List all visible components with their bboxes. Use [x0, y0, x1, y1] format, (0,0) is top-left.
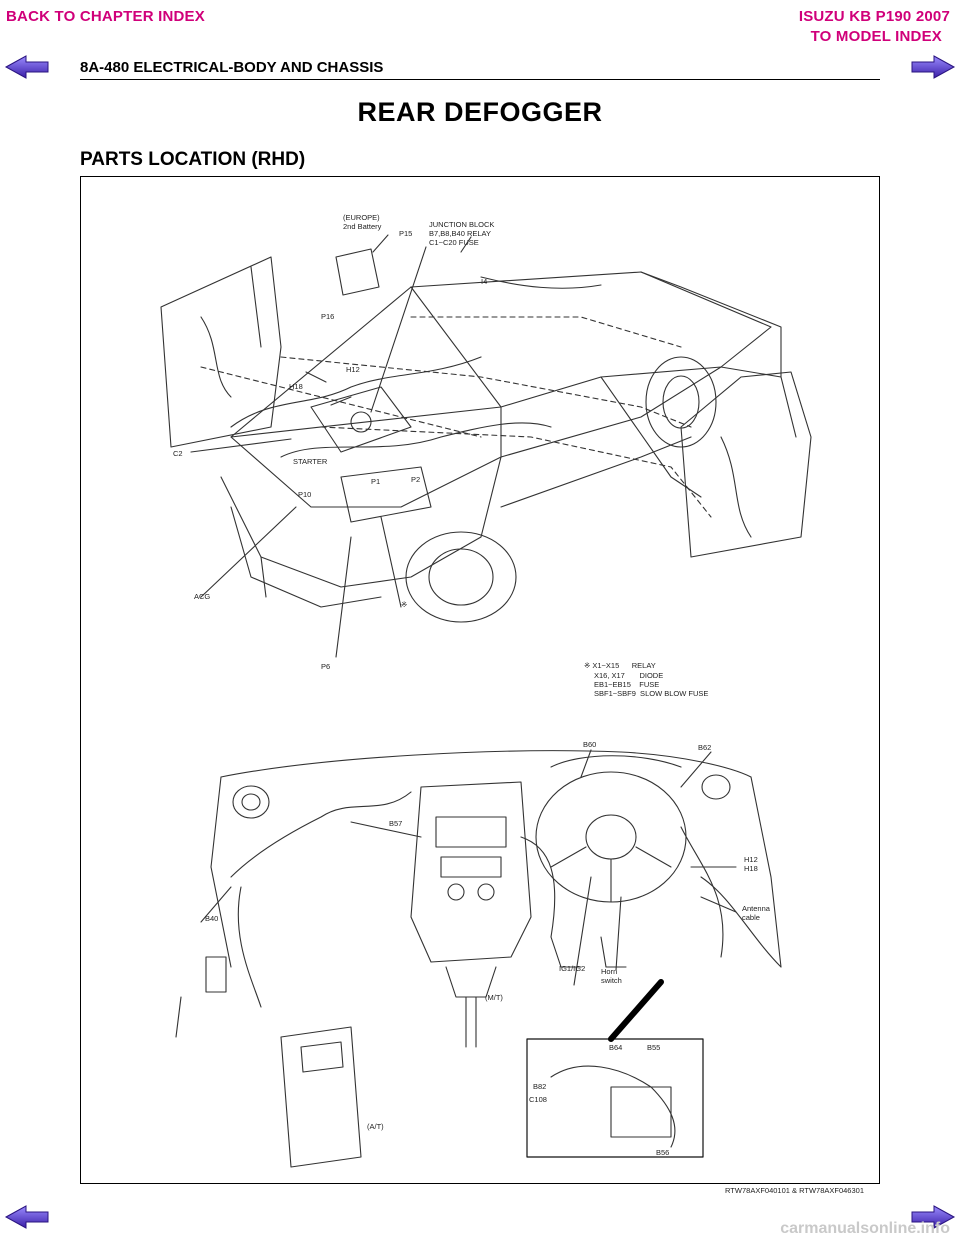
to-model-index-link[interactable]: TO MODEL INDEX — [810, 28, 942, 45]
callout-b56: B56 — [656, 1148, 670, 1157]
callout-b64: B64 — [609, 1043, 623, 1052]
arrow-left-icon — [4, 55, 49, 79]
callout-b82: B82 — [533, 1082, 547, 1091]
callout-c2: C2 — [173, 449, 183, 458]
section-subtitle: PARTS LOCATION (RHD) — [80, 149, 306, 170]
callout-b60: B60 — [583, 740, 597, 749]
callout-h18: H18 — [289, 382, 303, 391]
callout-horn-switch: switch — [601, 976, 622, 985]
next-page-arrow-top[interactable] — [910, 54, 956, 80]
callout-acg: ACG — [194, 592, 211, 601]
watermark: carmanualsonline.info — [780, 1220, 950, 1237]
figure-id: RTW78AXF040101 & RTW78AXF046301 — [725, 1186, 864, 1195]
legend-relay: ※ X1~X15 RELAY — [584, 661, 656, 670]
arrow-right-icon — [911, 1205, 956, 1229]
wiring-diagram-figure: (EUROPE) 2nd Battery P15 JUNCTION BLOCK … — [80, 176, 880, 1184]
arrow-left-icon — [4, 1205, 49, 1229]
back-to-chapter-index-link[interactable]: BACK TO CHAPTER INDEX — [6, 8, 205, 25]
callout-junction-fuse: C1~C20 FUSE — [429, 238, 479, 247]
callout-b55: B55 — [647, 1043, 661, 1052]
callout-p10: P10 — [298, 490, 312, 499]
prev-page-arrow-top[interactable] — [4, 54, 50, 80]
vehicle-line-drawing — [160, 234, 812, 1168]
callout-h12-dash: H12 — [744, 855, 758, 864]
callout-p16: P16 — [321, 312, 335, 321]
callout-junction-block: JUNCTION BLOCK — [429, 220, 495, 229]
callout-b40: B40 — [205, 914, 219, 923]
callout-antenna: Antenna — [742, 904, 770, 913]
section-header: 8A-480 ELECTRICAL-BODY AND CHASSIS — [80, 59, 384, 76]
callout-p15: P15 — [399, 229, 413, 238]
callout-star: ※ — [401, 600, 408, 609]
callout-b62: B62 — [698, 743, 712, 752]
callout-c108: C108 — [529, 1095, 547, 1104]
callout-junction-relay: B7,B8,B40 RELAY — [429, 229, 491, 238]
legend-diode: X16, X17 DIODE — [594, 671, 664, 680]
callout-europe: (EUROPE) — [343, 213, 380, 222]
callout-p6: P6 — [321, 662, 331, 671]
arrow-right-icon — [911, 55, 956, 79]
callout-i4: I4 — [481, 277, 488, 286]
callout-2nd-battery: 2nd Battery — [343, 222, 382, 231]
header-divider — [80, 79, 880, 80]
callout-p2: P2 — [411, 475, 421, 484]
callout-antenna-cable: cable — [742, 913, 760, 922]
callout-b57: B57 — [389, 819, 403, 828]
legend-slow-blow-fuse: SBF1~SBF9 SLOW BLOW FUSE — [594, 689, 709, 698]
model-title: ISUZU KB P190 2007 — [798, 8, 950, 25]
callout-p1: P1 — [371, 477, 381, 486]
callout-ig1-ig2: IG1/IG2 — [559, 964, 586, 973]
prev-page-arrow-bottom[interactable] — [4, 1204, 50, 1230]
legend-fuse: EB1~EB15 FUSE — [594, 680, 660, 689]
callout-h18-dash: H18 — [744, 864, 758, 873]
callout-mt: (M/T) — [485, 993, 503, 1002]
page-title: REAR DEFOGGER — [357, 97, 603, 127]
callout-starter: STARTER — [293, 457, 328, 466]
next-page-arrow-bottom[interactable] — [910, 1204, 956, 1230]
callout-at: (A/T) — [367, 1122, 384, 1131]
callout-horn: Horn — [601, 967, 618, 976]
callout-h12: H12 — [346, 365, 360, 374]
